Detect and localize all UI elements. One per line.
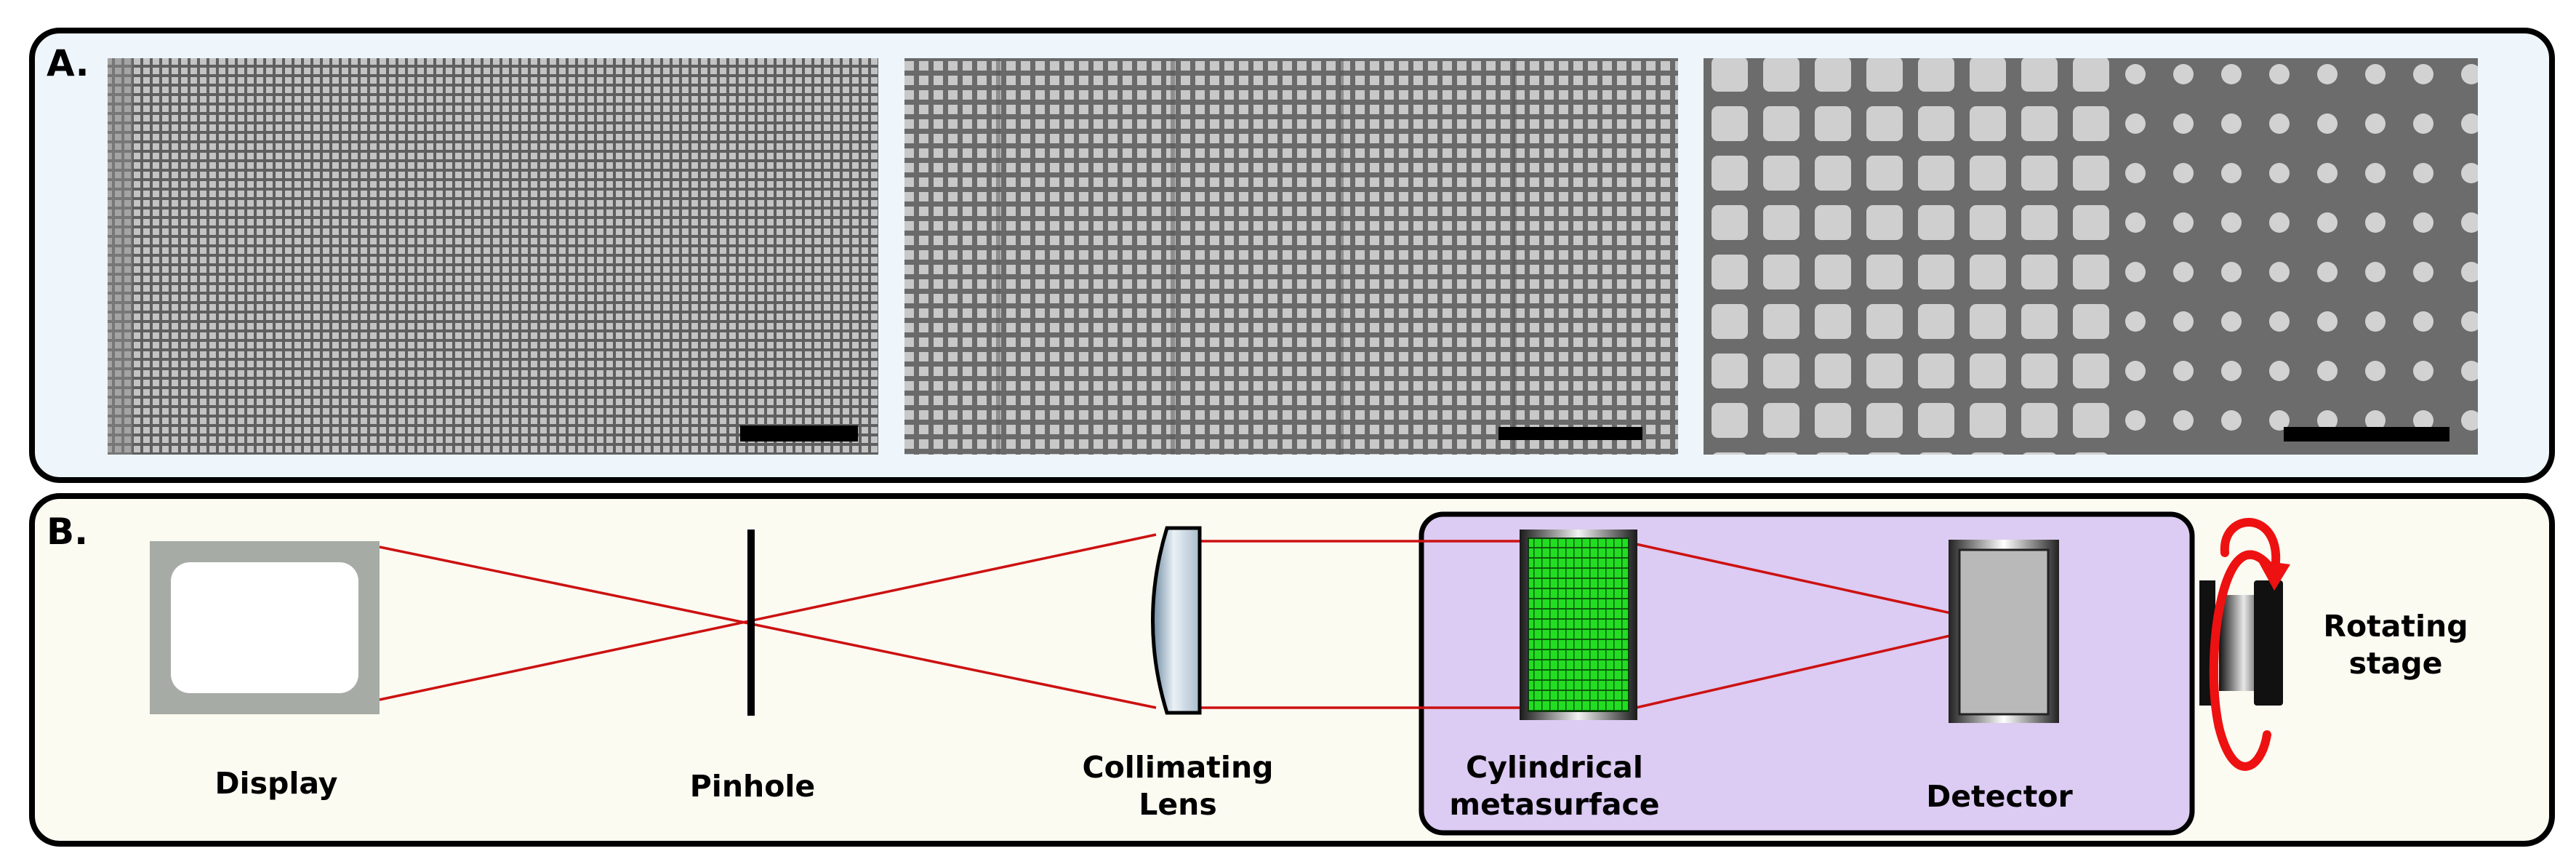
sem-image-1 xyxy=(108,58,878,455)
collimating-lens-label: Collimating Lens xyxy=(1062,749,1294,824)
panel-b-label: B. xyxy=(47,511,89,553)
metasurface-icon xyxy=(1520,530,1637,720)
pinhole-label: Pinhole xyxy=(689,769,816,804)
sem-image-2 xyxy=(904,58,1678,455)
detector-label: Detector xyxy=(1926,779,2073,814)
rotating-stage-label-line-1: Rotating xyxy=(2323,609,2468,644)
panel-a-label: A. xyxy=(47,42,89,84)
detector-icon xyxy=(1949,540,2059,723)
collimating-lens-label-line-1: Collimating xyxy=(1082,750,1274,785)
collimating-lens-label-line-2: Lens xyxy=(1139,787,1217,823)
rotating-stage-label-line-2: stage xyxy=(2348,646,2443,682)
pinhole-icon xyxy=(747,530,755,716)
scale-bar-icon xyxy=(1498,427,1642,440)
scale-bar-icon xyxy=(2284,427,2449,442)
rotation-arrow-icon xyxy=(2209,518,2290,771)
lens-icon xyxy=(1151,526,1202,715)
cylindrical-metasurface-label-line-1: Cylindrical xyxy=(1466,750,1643,785)
light-rays xyxy=(379,533,2002,709)
cylindrical-metasurface-label-line-2: metasurface xyxy=(1449,787,1660,823)
cylindrical-metasurface-label: Cylindrical metasurface xyxy=(1438,749,1671,824)
scale-bar-icon xyxy=(740,425,858,442)
rotating-stage-label: Rotating stage xyxy=(2290,608,2501,683)
display-label: Display xyxy=(214,766,338,801)
display-icon xyxy=(150,541,380,714)
sem-image-3 xyxy=(1704,58,2478,455)
